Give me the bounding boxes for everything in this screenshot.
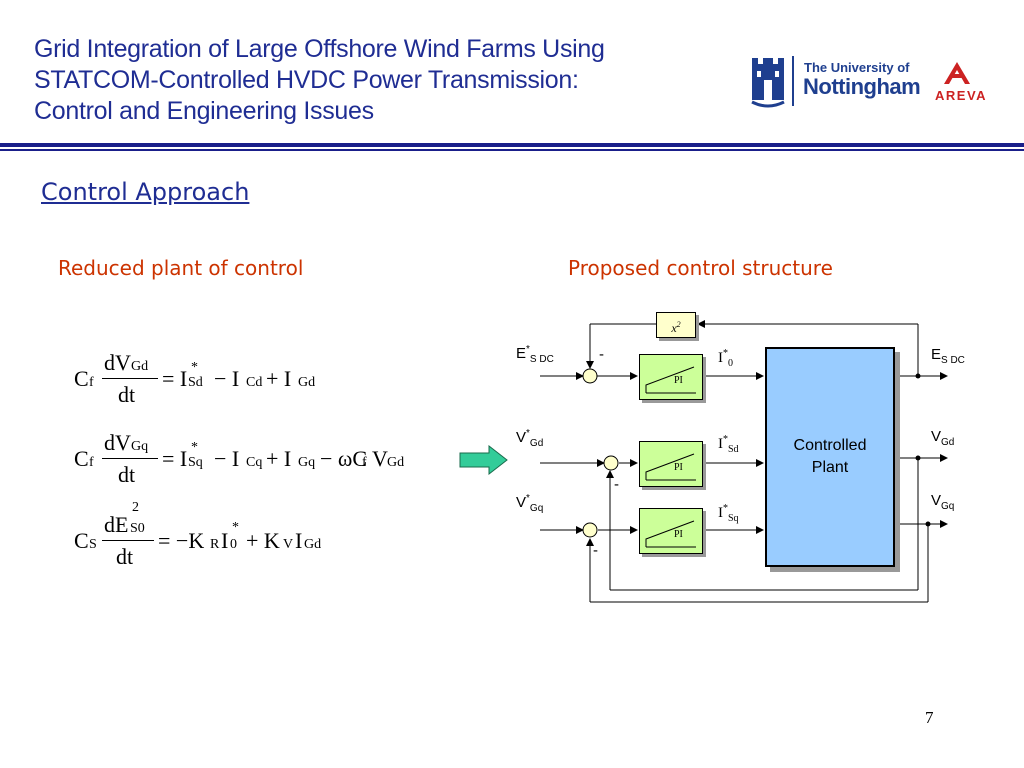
eq2-term-2: − I — [214, 446, 240, 471]
plant-label-line2: Plant — [811, 459, 849, 476]
ref-label-isq: I*Sq — [718, 503, 739, 524]
eq3-term-2: I — [221, 528, 229, 553]
eq2-denominator: dt — [118, 462, 136, 487]
header-rule-thin — [0, 149, 1024, 151]
eq1-lhs-coef: C — [74, 366, 89, 391]
eq2-numerator: dV — [104, 430, 131, 455]
pi-label: PI — [674, 529, 683, 540]
eq2-term-4-sub: f — [362, 455, 367, 470]
pi-response-icon — [645, 520, 696, 548]
eq1-term-1: = I — [162, 366, 188, 391]
eq1-term-1-sup: * — [191, 360, 198, 375]
eq3-term-3-sub: V — [283, 537, 294, 552]
square-exponent: 2 — [676, 320, 681, 329]
eq1-lhs-coef-sub: f — [89, 375, 94, 390]
university-crest-icon — [751, 56, 794, 108]
areva-logo: AREVA — [932, 60, 986, 103]
eq3-lhs-coef-sub: S — [89, 537, 97, 552]
areva-a-icon — [944, 62, 970, 84]
equation-1: C f dV Gd dt = I * Sd − I Cd + I Gd — [70, 340, 450, 407]
pi-label: PI — [674, 375, 683, 386]
ref-label-isd: I*Sd — [718, 434, 739, 455]
output-label-es-dc: ES DC — [931, 346, 965, 366]
eq1-term-2-sub: Cd — [246, 375, 263, 390]
areva-wordmark: AREVA — [935, 88, 988, 103]
eq2-term-3: + I — [266, 446, 292, 471]
eq1-term-3: + I — [266, 366, 292, 391]
eq1-term-3-sub: Gd — [298, 375, 316, 390]
eq3-denominator: dt — [116, 544, 134, 569]
eq2-numerator-sub: Gq — [131, 439, 149, 454]
minus-sign-vgd: - — [614, 476, 619, 493]
eq1-term-1-sub: Sd — [188, 375, 203, 390]
section-title[interactable]: Control Approach — [41, 178, 250, 206]
eq1-fraction-line — [102, 378, 158, 379]
right-arrow-icon — [459, 444, 509, 480]
minus-sign-vgq: - — [593, 542, 598, 559]
eq3-fraction-line — [102, 540, 154, 541]
controlled-plant: Controlled Plant — [765, 347, 895, 567]
eq3-term-4-sub: Gd — [304, 537, 322, 552]
eq3-lhs-coef: C — [74, 528, 89, 553]
eq1-numerator-sub: Gd — [131, 359, 149, 374]
eq3-numerator: dE — [104, 512, 129, 537]
output-label-vgd: VGd — [931, 428, 955, 448]
square-block: x2 — [656, 312, 696, 338]
university-name-line2: Nottingham — [803, 74, 921, 99]
eq3-term-1: = −K — [158, 528, 205, 553]
eq3-term-2-sub: 0 — [230, 537, 237, 552]
eq2-term-1-sub: Sq — [188, 455, 203, 470]
eq3-term-4: I — [295, 528, 303, 553]
pi-controller-vgq: PI — [639, 508, 703, 554]
header-rule-thick — [0, 143, 1024, 147]
minus-sign-e: - — [599, 346, 604, 363]
eq2-term-2-sub: Cq — [246, 455, 263, 470]
equation-3: C S dE 2 S0 dt = −K R I * 0 + K V I Gd — [70, 500, 450, 569]
title-line-3: Control and Engineering Issues — [34, 97, 374, 125]
pi-label: PI — [674, 462, 683, 473]
university-logo: The University of Nottingham — [748, 54, 923, 115]
diagram-wires — [540, 320, 948, 603]
eq2-fraction-line — [102, 458, 158, 459]
pi-response-icon — [645, 453, 696, 481]
eq1-numerator: dV — [104, 350, 131, 375]
sum-junction-vgd — [603, 455, 619, 471]
ref-label-i0: I*0 — [718, 348, 733, 369]
square-base: x — [671, 321, 677, 335]
input-label-e-ref: E*S DC — [516, 344, 554, 365]
pi-controller-e: PI — [639, 354, 703, 400]
eq3-term-1-sub: R — [210, 537, 220, 552]
control-block-diagram: x2 PI PI PI Controlled Plant E*S DC V*Gd… — [510, 300, 1000, 620]
eq2-lhs-coef: C — [74, 446, 89, 471]
slide-title: Grid Integration of Large Offshore Wind … — [34, 34, 734, 127]
eq2-lhs-coef-sub: f — [89, 455, 94, 470]
pi-response-icon — [645, 366, 696, 394]
eq1-denominator: dt — [118, 382, 136, 407]
plant-label-line1: Controlled — [793, 437, 867, 454]
sum-junction-vgq — [582, 522, 598, 538]
page-number: 7 — [925, 708, 934, 727]
eq2-term-5: V — [372, 446, 388, 471]
eq2-term-1-sup: * — [191, 440, 198, 455]
title-line-2: STATCOM-Controlled HVDC Power Transmissi… — [34, 66, 579, 94]
eq2-term-1: = I — [162, 446, 188, 471]
left-heading: Reduced plant of control — [58, 256, 304, 280]
eq2-term-5-sub: Gd — [387, 455, 405, 470]
output-label-vgq: VGq — [931, 492, 955, 512]
sum-junction-e — [582, 368, 598, 384]
university-name-line1: The University of — [804, 60, 910, 75]
eq2-term-3-sub: Gq — [298, 455, 316, 470]
equation-2: C f dV Gq dt = I * Sq − I Cq + I Gq − ωC… — [70, 420, 450, 487]
eq1-term-2: − I — [214, 366, 240, 391]
pi-controller-vgd: PI — [639, 441, 703, 487]
title-line-1: Grid Integration of Large Offshore Wind … — [34, 35, 605, 63]
eq3-term-2-sup: * — [232, 520, 239, 535]
input-label-vgq-ref: V*Gq — [516, 493, 544, 514]
input-label-vgd-ref: V*Gd — [516, 428, 544, 449]
eq2-term-4: − ωC — [320, 446, 368, 471]
eq3-numerator-sup: 2 — [132, 500, 139, 515]
right-heading: Proposed control structure — [568, 256, 833, 280]
eq3-term-3: + K — [246, 528, 280, 553]
eq3-numerator-sub: S0 — [130, 521, 145, 536]
